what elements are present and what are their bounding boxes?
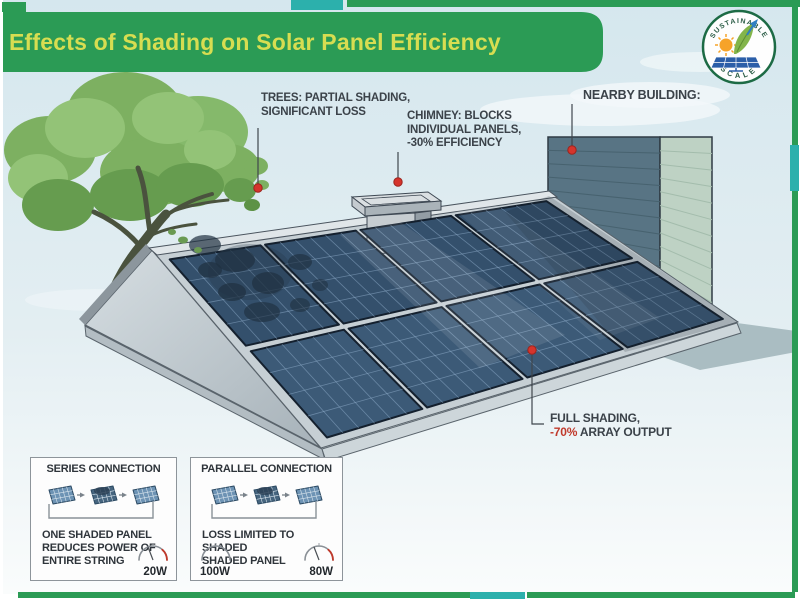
- parallel-input-gauge-icon: [201, 543, 231, 561]
- stray-leaves-on-roof: [168, 229, 202, 253]
- building-shadow-on-panels: [505, 196, 738, 352]
- annotation-trees: TREES: PARTIAL SHADING, SIGNIFICANT LOSS: [261, 92, 410, 119]
- marker-dot-building: [567, 145, 577, 155]
- series-desc-line3: ENTIRE STRING: [42, 555, 125, 567]
- annotation-chimney-line2: INDIVIDUAL PANELS,: [407, 123, 522, 136]
- marker-dot-trees: [253, 183, 263, 193]
- series-gauge-value: 20W: [143, 566, 167, 578]
- page-title: Effects of Shading on Solar Panel Effici…: [9, 29, 501, 55]
- series-connection-box: SERIES CONNECTION ONE SHADED PANEL REDUC…: [30, 457, 177, 581]
- gable-edge-trim: [79, 244, 152, 325]
- annotation-chimney-line1: CHIMNEY: BLOCKS: [407, 110, 512, 122]
- full-shading-value: -70%: [550, 424, 578, 439]
- annotation-chimney-line3: -30% EFFICIENCY: [407, 137, 503, 149]
- series-description: ONE SHADED PANEL REDUCES POWER OF ENTIRE…: [42, 529, 176, 568]
- annotation-full-shading-line1: FULL SHADING,: [550, 411, 640, 425]
- annotation-chimney: CHIMNEY: BLOCKS INDIVIDUAL PANELS, -30% …: [407, 110, 521, 151]
- logo-badge: SUSTAINABLE SCALE: [701, 9, 777, 85]
- parallel-gauge-left-value: 100W: [200, 566, 231, 578]
- parallel-desc-line1: LOSS LIMITED TO SHADED: [202, 529, 295, 554]
- marker-dot-full-shading: [527, 345, 537, 355]
- tree: [4, 72, 269, 327]
- leader-full-shading: [531, 355, 544, 425]
- parallel-output-gauge-icon: [304, 543, 334, 561]
- tree-canopy: [4, 72, 260, 231]
- frame-top-teal: [291, 0, 343, 10]
- marker-dots: [253, 145, 577, 355]
- annotation-full-shading-line2: -70% ARRAY OUTPUT: [550, 424, 672, 440]
- title-banner: [3, 12, 603, 72]
- frame-top-green: [347, 0, 800, 7]
- leader-lines: [257, 104, 573, 425]
- logo-solar-panel-icon: [710, 56, 762, 72]
- annotation-full-shading: FULL SHADING, -70% ARRAY OUTPUT: [550, 411, 672, 440]
- ground: [640, 323, 796, 370]
- frame-top-left-tab: [2, 2, 26, 12]
- ground-shadow: [640, 323, 796, 370]
- series-power-gauge-icon: [138, 543, 168, 561]
- full-shading-rest: ARRAY OUTPUT: [577, 424, 672, 439]
- marker-dot-chimney: [393, 177, 403, 187]
- annotation-trees-line2: SIGNIFICANT LOSS: [261, 105, 366, 118]
- series-desc-line2: REDUCES POWER OF: [42, 542, 156, 554]
- series-panel-diagram: [47, 485, 159, 519]
- parallel-title: PARALLEL CONNECTION: [201, 463, 332, 475]
- parallel-panel-diagram: [210, 485, 322, 519]
- series-title: SERIES CONNECTION: [46, 463, 161, 475]
- frame-bottom-green-left: [18, 592, 470, 598]
- annotation-trees-line1: TREES: PARTIAL SHADING,: [261, 92, 410, 104]
- annotation-building-label: NEARBY BUILDING:: [583, 88, 701, 102]
- parallel-gauge-right-value: 80W: [309, 566, 333, 578]
- frame-right-teal: [790, 145, 799, 191]
- panel-sheen: [340, 203, 660, 368]
- parallel-desc-line2: SHADED PANEL: [202, 555, 286, 567]
- logo-arrow-head: [750, 19, 758, 28]
- tree-shadow-on-panels: [189, 235, 328, 322]
- annotation-nearby-building: NEARBY BUILDING:: [583, 88, 701, 103]
- parallel-connection-box: PARALLEL CONNECTION LOSS LIMITED TO SHAD…: [190, 457, 343, 581]
- series-desc-line1: ONE SHADED PANEL: [42, 529, 152, 541]
- frame-bottom-teal: [470, 592, 525, 599]
- frame-right-green: [792, 0, 798, 592]
- frame-bottom-green-right: [527, 592, 795, 598]
- parallel-description: LOSS LIMITED TO SHADED SHADED PANEL: [202, 529, 342, 568]
